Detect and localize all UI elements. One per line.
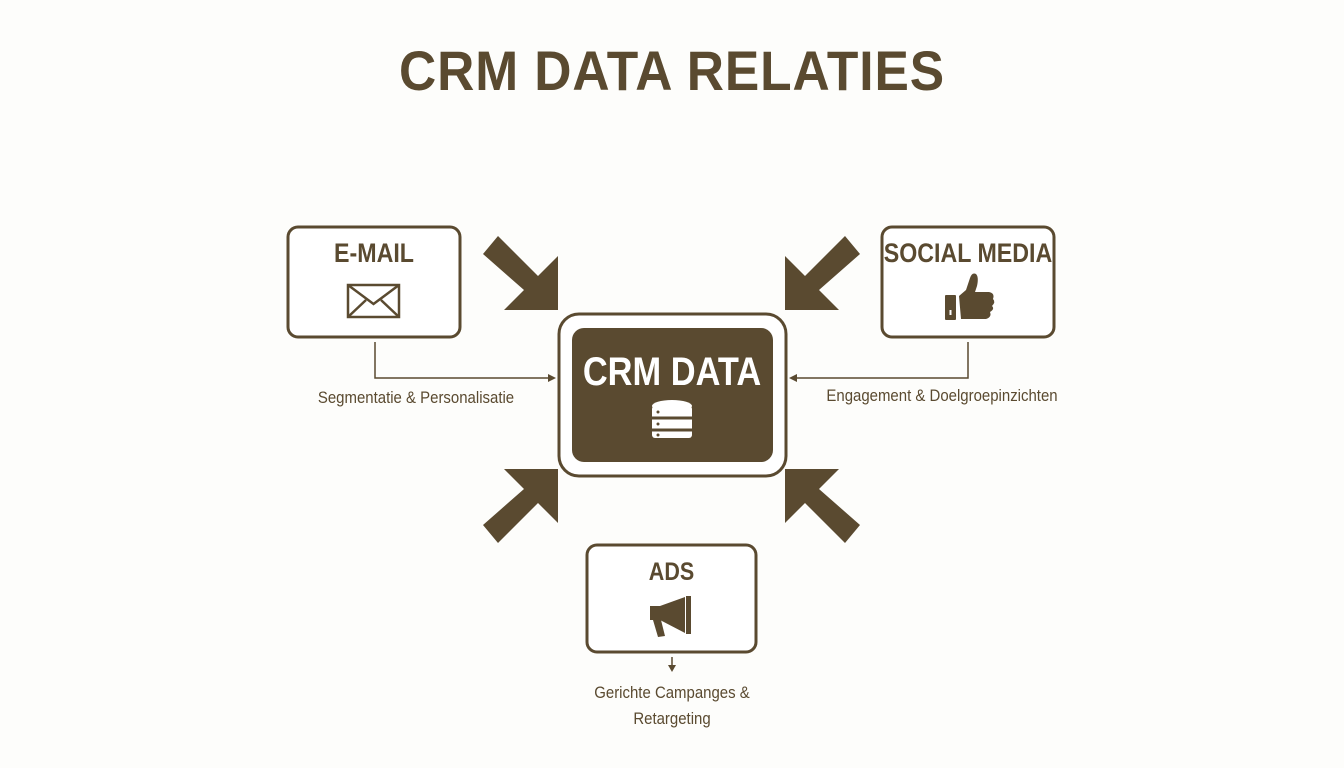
ads-caption-line2: Retargeting: [633, 709, 711, 728]
thumbs-up-icon: [945, 273, 995, 320]
email-connector-line: [374, 342, 548, 379]
envelope-icon: [346, 283, 401, 319]
email-label: E-MAIL: [334, 238, 414, 268]
arrow-ads-left-to-crm: [483, 469, 558, 543]
page-title: CRM DATA RELATIES: [398, 39, 946, 102]
arrow-social-to-crm: [785, 236, 860, 310]
ads-box: [585, 543, 758, 654]
social-connector-arrowhead: [789, 374, 797, 382]
email-caption: Segmentatie & Personalisatie: [317, 388, 515, 407]
social-caption: Engagement & Doelgroepinzichten: [826, 386, 1058, 405]
ads-label: ADS: [648, 558, 695, 586]
email-box: [286, 225, 462, 339]
social-media-box: [880, 225, 1056, 339]
ads-caption-line1: Gerichte Campanges &: [594, 683, 750, 702]
ads-connector-arrowhead: [668, 665, 676, 672]
social-connector-line: [797, 342, 969, 379]
arrow-email-to-crm: [483, 236, 558, 310]
email-connector-arrowhead: [548, 374, 556, 382]
crm-data-box: [572, 328, 773, 462]
database-icon: [652, 400, 692, 438]
arrow-ads-right-to-crm: [785, 469, 860, 543]
megaphone-icon: [650, 596, 691, 637]
crm-data-label: CRM DATA: [582, 350, 762, 394]
social-media-label: SOCIAL MEDIA: [883, 238, 1053, 268]
